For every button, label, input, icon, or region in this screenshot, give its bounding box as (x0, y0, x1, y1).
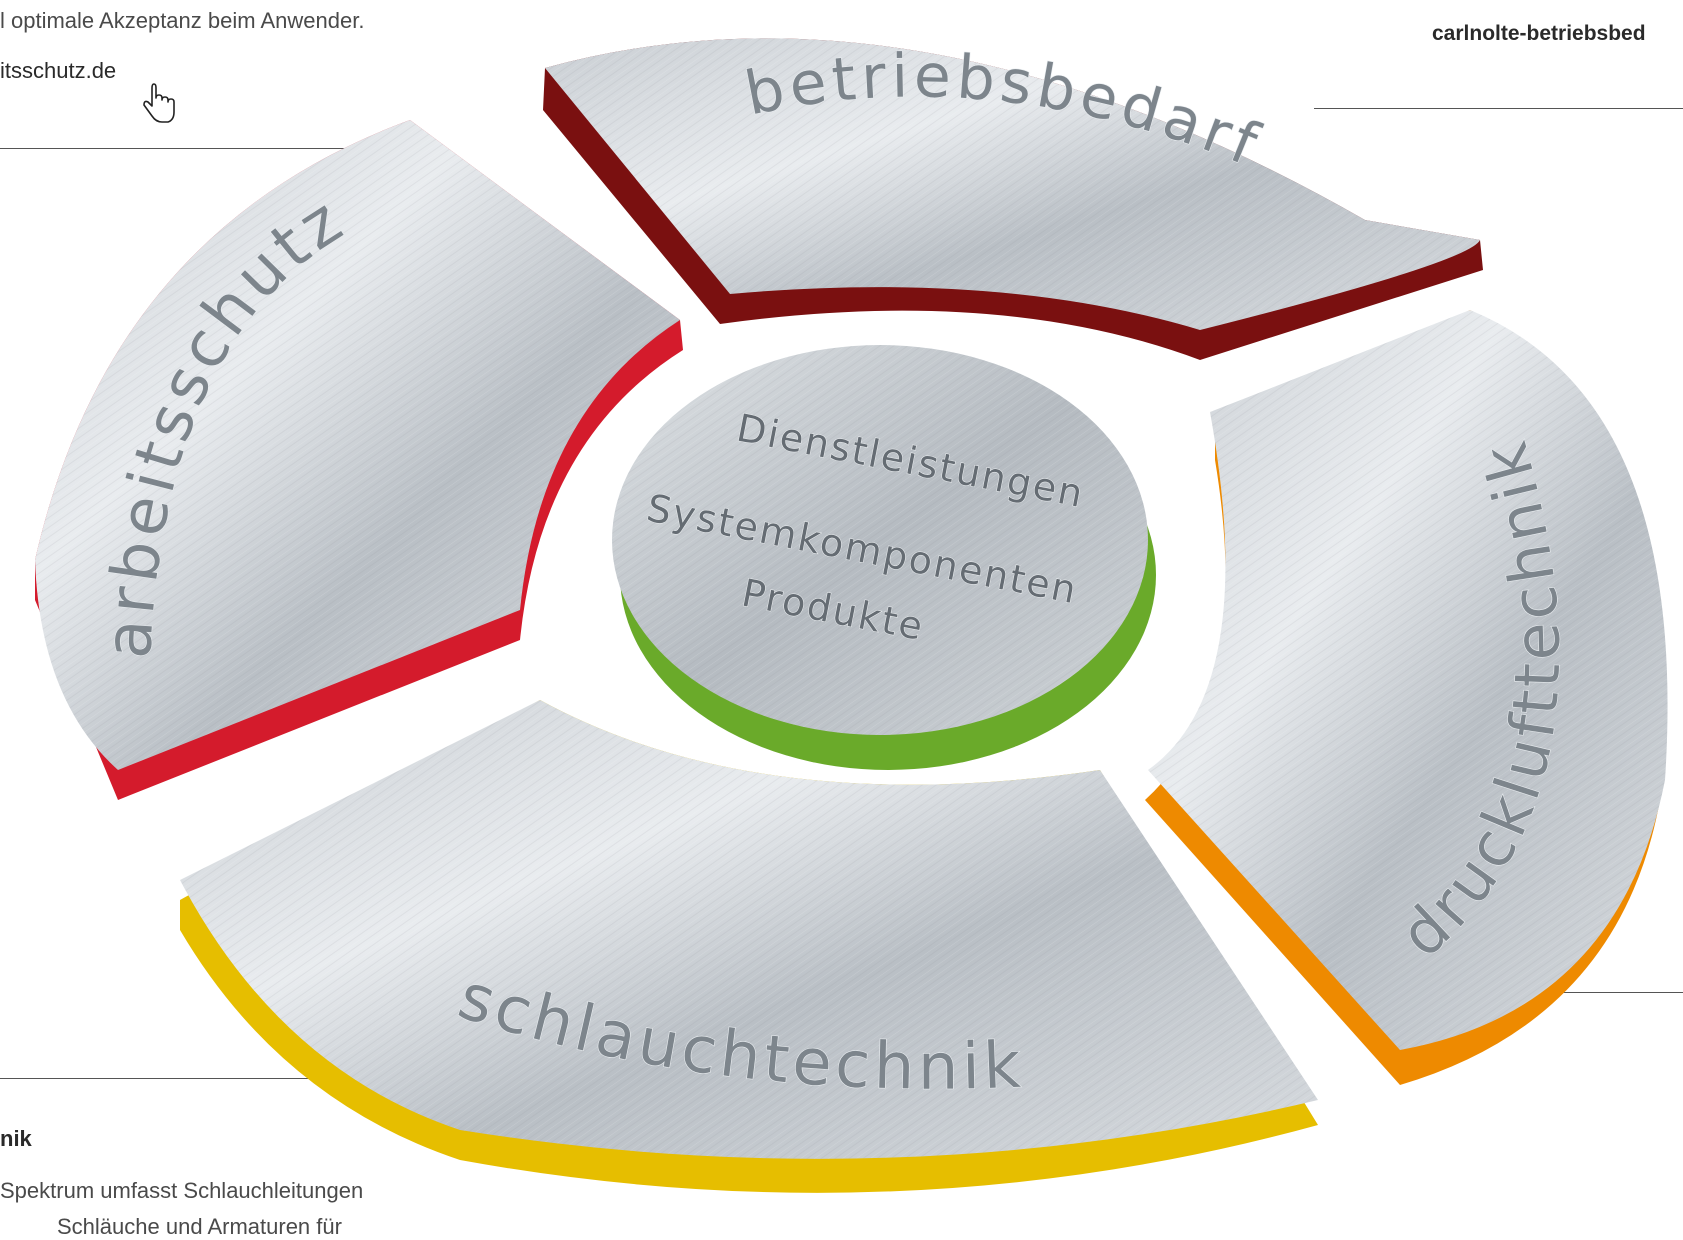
arbeitsschutz-link[interactable]: itsschutz.de (0, 58, 117, 83)
schlauchtechnik-heading-fragment: nik (0, 1126, 32, 1151)
segment-schlauchtechnik[interactable]: schlauchtechnik (180, 700, 1318, 1193)
intro-text-fragment: l optimale Akzeptanz beim Anwender. (0, 8, 365, 33)
divider-bottom-right (1552, 992, 1683, 993)
divider-top-right (1314, 108, 1683, 109)
hand-pointer-icon (140, 82, 180, 126)
betriebsbedarf-link[interactable]: carlnolte-betriebsbed (1432, 22, 1646, 45)
schlauchtechnik-body-line-1: Spektrum umfasst Schlauchleitungen (0, 1178, 364, 1203)
center-disc[interactable]: Dienstleistungen Systemkomponenten Produ… (612, 345, 1156, 770)
segment-drucklufttechnik[interactable]: drucklufttechnik (1145, 310, 1668, 1085)
segment-betriebsbedarf[interactable]: betriebsbedarf (543, 38, 1483, 361)
divider-bottom-left (0, 1078, 360, 1079)
segment-arbeitsschutz[interactable]: arbeitsschutz (35, 120, 683, 800)
divider-top-left (0, 148, 352, 149)
